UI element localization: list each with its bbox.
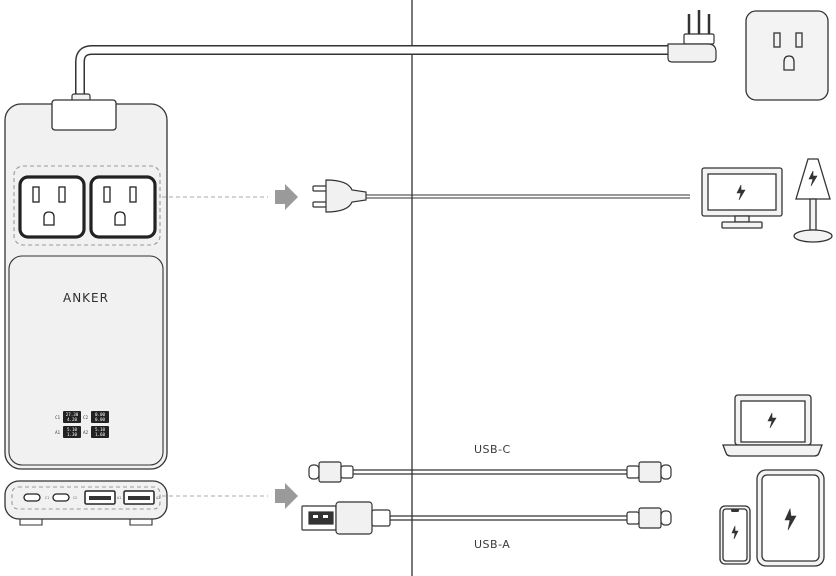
display-c2-top: 0.00 — [95, 412, 106, 417]
usb-c-cable — [308, 461, 672, 483]
usb-arrow-icon — [275, 483, 298, 509]
display-c1-top: 27.30 — [66, 412, 79, 417]
display-a2-bottom: 1.60 — [95, 432, 106, 437]
display-a2-top: 5.10 — [95, 427, 106, 432]
port-c2-label: C2 — [73, 496, 77, 500]
laptop-icon — [722, 394, 823, 457]
usb-a-cable-label: USB-A — [474, 538, 510, 551]
strip-cord-mount — [51, 99, 117, 131]
power-strip: ANKER C1 27.30 4.20 C2 0.00 0.00 A1 5.10… — [4, 99, 168, 470]
brand-logo: ANKER — [63, 291, 109, 305]
flat-plug-icon — [667, 10, 717, 63]
display-a2-label: A2 — [83, 430, 88, 435]
usb-ports-highlight — [11, 486, 161, 510]
usb-a-cable — [301, 501, 672, 535]
two-prong-plug-icon — [312, 179, 367, 213]
usb-c-cable-label: USB-C — [474, 443, 511, 456]
monitor-icon — [701, 167, 783, 229]
port-a1-label: A1 — [117, 496, 121, 500]
strip-bottom-ports: C1 C2 A1 A2 — [4, 480, 168, 526]
display-c2-bottom: 0.00 — [95, 417, 106, 422]
display-c1-bottom: 4.20 — [67, 417, 78, 422]
ac-arrow-icon — [275, 184, 298, 210]
display-a1-top: 5.10 — [67, 427, 78, 432]
display-c1-label: C1 — [55, 415, 60, 420]
usb-c-port-2 — [52, 493, 70, 502]
display-a1-label: A1 — [55, 430, 60, 435]
ac-outlet-2 — [89, 175, 157, 239]
tablet-icon — [756, 469, 825, 567]
phone-icon — [719, 505, 751, 565]
port-a2-label: A2 — [156, 496, 160, 500]
display-a1-bottom: 1.30 — [67, 432, 78, 437]
display-c2-label: C2 — [83, 415, 88, 420]
lamp-icon — [793, 158, 833, 243]
strip-lower-panel — [8, 255, 164, 466]
usb-c-port-1 — [23, 493, 41, 502]
port-c1-label: C1 — [45, 496, 49, 500]
ac-outlets-highlight — [13, 165, 161, 246]
power-display: C1 27.30 4.20 C2 0.00 0.00 A1 5.10 1.30 … — [55, 411, 109, 438]
power-cord — [75, 45, 673, 103]
wall-outlet-icon — [745, 10, 829, 101]
ac-cable — [366, 194, 690, 199]
ac-outlet-1 — [18, 175, 86, 239]
